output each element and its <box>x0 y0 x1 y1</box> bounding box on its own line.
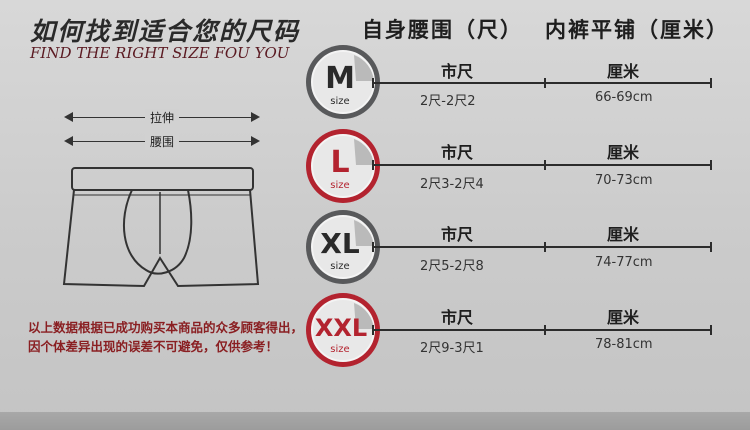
unit-cm-label: 厘米 <box>607 308 640 327</box>
size-word: size <box>330 180 349 191</box>
row-divider <box>372 78 712 88</box>
header-waist: 自身腰围（尺） <box>362 18 523 42</box>
arrow-left-icon <box>64 112 73 122</box>
waist-value-xl: 2尺5-2尺8 <box>420 259 484 274</box>
page-subtitle: FIND THE RIGHT SIZE FOU YOU <box>30 44 290 62</box>
disclaimer-note: 以上数据根据已成功购买本商品的众多顾客得出，因个体差异出现的误差不可避免，仅供参… <box>28 320 304 354</box>
size-xxl-badge-icon: XXL size <box>306 293 380 367</box>
flat-value-m: 66-69cm <box>595 90 653 105</box>
stretch-measure: 拉伸 <box>62 109 262 127</box>
unit-cm-label: 厘米 <box>607 225 640 244</box>
row-divider <box>372 160 712 170</box>
waist-measure: 腰围 <box>62 133 262 151</box>
unit-chi-label: 市尺 <box>441 225 474 244</box>
unit-chi-label: 市尺 <box>441 62 474 81</box>
size-word: size <box>330 344 349 355</box>
size-l-label: L <box>330 145 349 180</box>
flat-value-xl: 74-77cm <box>595 255 653 270</box>
waist-value-m: 2尺-2尺2 <box>420 94 476 109</box>
unit-chi-label: 市尺 <box>441 308 474 327</box>
arrow-right-icon <box>251 136 260 146</box>
stretch-label: 拉伸 <box>144 109 180 126</box>
unit-cm-label: 厘米 <box>607 62 640 81</box>
bottom-band <box>0 412 750 430</box>
size-xl-badge-icon: XL size <box>306 210 380 284</box>
size-xl-label: XL <box>320 227 360 260</box>
boxer-shorts-icon <box>62 167 260 288</box>
waist-value-xxl: 2尺9-3尺1 <box>420 341 484 356</box>
row-divider <box>372 242 712 252</box>
arrow-right-icon <box>251 112 260 122</box>
header-flat: 内裤平铺（厘米） <box>545 18 729 42</box>
arrow-left-icon <box>64 136 73 146</box>
row-divider <box>372 325 712 335</box>
unit-chi-label: 市尺 <box>441 143 474 162</box>
size-xxl-label: XXL <box>315 314 367 342</box>
size-word: size <box>330 261 349 272</box>
size-word: size <box>330 96 349 107</box>
flat-value-l: 70-73cm <box>595 173 653 188</box>
waist-value-l: 2尺3-2尺4 <box>420 177 484 192</box>
size-l-badge-icon: L size <box>306 129 380 203</box>
waist-label: 腰围 <box>144 133 180 150</box>
unit-cm-label: 厘米 <box>607 143 640 162</box>
size-m-badge-icon: M size <box>306 45 380 119</box>
page-title: 如何找到适合您的尺码 <box>30 17 301 46</box>
size-m-label: M <box>325 61 355 96</box>
flat-value-xxl: 78-81cm <box>595 337 653 352</box>
